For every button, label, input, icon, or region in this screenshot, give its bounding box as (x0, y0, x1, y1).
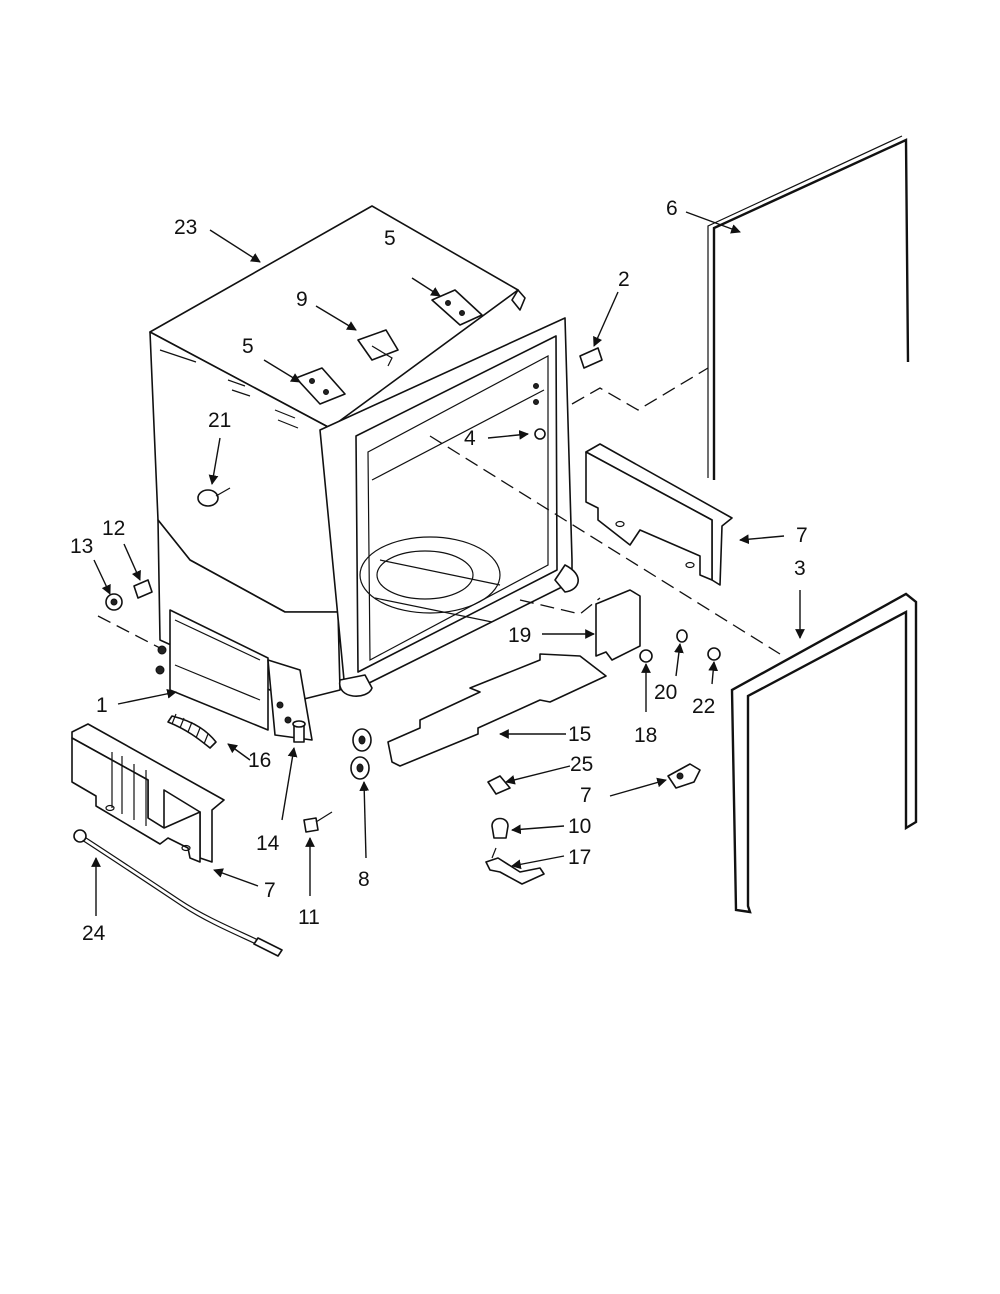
side-insulation-right (585, 443, 733, 586)
leveling-leg-spring (167, 713, 217, 749)
clip-right (667, 763, 701, 789)
alignment-lines (97, 367, 781, 655)
callout-18: 18 (634, 724, 657, 747)
callout-23: 23 (174, 216, 197, 239)
callout-1: 1 (96, 694, 108, 717)
callout-14: 14 (256, 832, 280, 855)
callout-5-rear: 5 (384, 227, 396, 250)
thermostat (491, 817, 509, 839)
callout-2: 2 (618, 268, 630, 291)
washer-20 (676, 629, 688, 643)
nut-13 (105, 593, 123, 611)
callout-12: 12 (102, 517, 125, 540)
bottom-plate (387, 653, 607, 767)
callout-8: 8 (358, 868, 370, 891)
callout-21: 21 (208, 409, 231, 432)
callout-25: 25 (570, 753, 593, 776)
callout-3: 3 (794, 557, 806, 580)
callout-7-bottom: 7 (580, 784, 592, 807)
leader-lines (91, 211, 805, 916)
hinge-bracket-front (295, 367, 346, 405)
fastener-21 (197, 487, 231, 507)
tub-assembly (149, 205, 579, 741)
callout-15: 15 (568, 723, 591, 746)
screw-12 (133, 579, 153, 599)
callout-7-right: 7 (796, 524, 808, 547)
power-cord (73, 829, 283, 957)
rollers (350, 728, 372, 780)
callout-22: 22 (692, 695, 715, 718)
door-gasket-top (707, 135, 910, 480)
screw-2 (579, 347, 603, 369)
callout-6: 6 (666, 197, 678, 220)
side-insulation-left (71, 723, 225, 863)
callout-9: 9 (296, 288, 308, 311)
thermostat-bracket (485, 847, 545, 885)
vent-bracket (595, 589, 641, 661)
fastener-4 (534, 428, 546, 440)
callout-7-left: 7 (264, 879, 276, 902)
callout-16: 16 (248, 749, 271, 772)
callout-5-front: 5 (242, 335, 254, 358)
screw-18 (639, 649, 653, 663)
leveling-foot (292, 720, 306, 743)
clip-small (487, 775, 511, 795)
screw-22 (707, 647, 721, 661)
callout-10: 10 (568, 815, 591, 838)
clip-bracket (357, 329, 399, 367)
callout-4: 4 (464, 427, 476, 450)
callout-labels: 23 5 9 5 2 6 21 4 7 3 12 13 19 20 22 18 … (70, 197, 808, 945)
door-gasket-bottom (730, 592, 918, 914)
screw-bolt (303, 811, 333, 833)
callout-19: 19 (508, 624, 531, 647)
callout-20: 20 (654, 681, 677, 704)
hinge-bracket-rear (431, 289, 483, 326)
callout-24: 24 (82, 922, 106, 945)
callout-11: 11 (298, 906, 320, 929)
callout-13: 13 (70, 535, 93, 558)
callout-17: 17 (568, 846, 591, 869)
